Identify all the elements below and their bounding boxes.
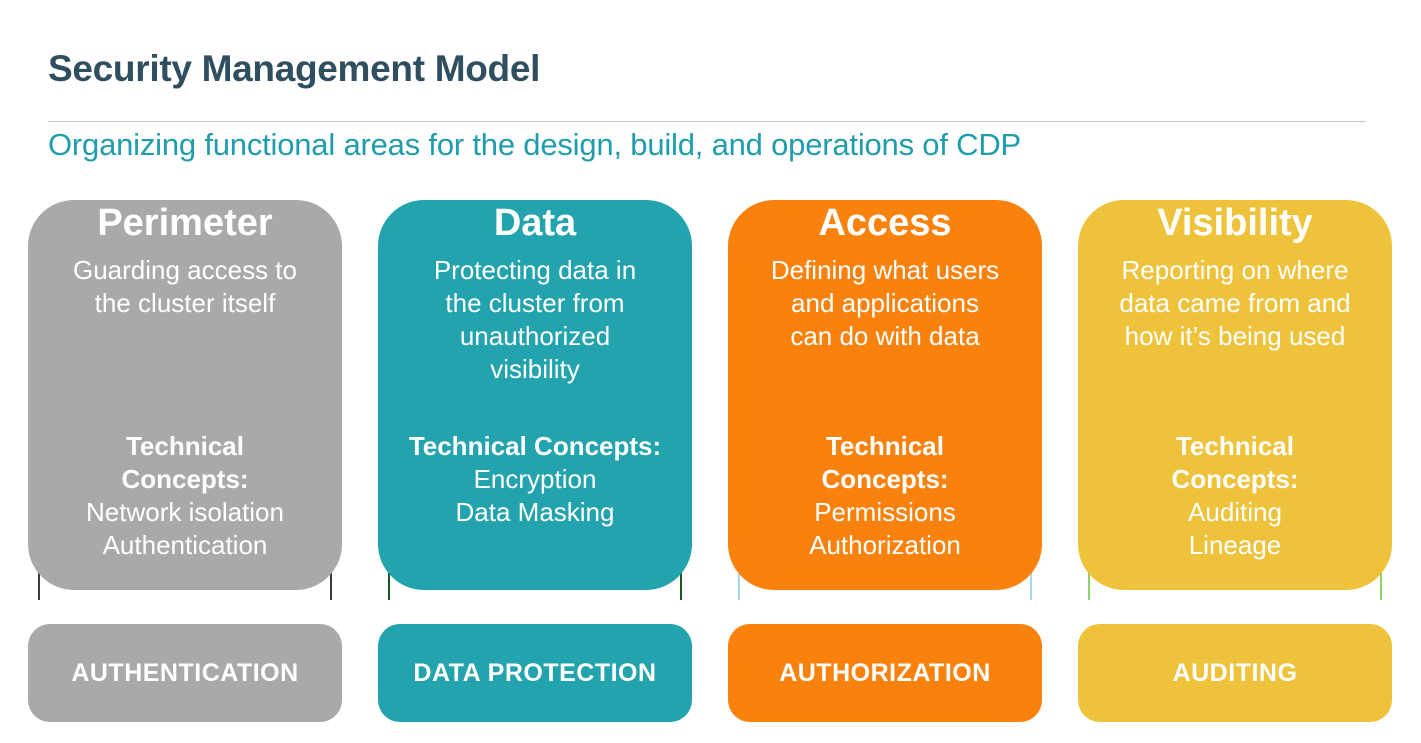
badge-auditing: AUDITING [1078,624,1392,722]
column-data: Data Protecting data in the cluster from… [378,170,692,722]
technical-concepts-items: Permissions Authorization [809,497,961,560]
card-title: Perimeter [97,202,273,244]
page-title: Security Management Model [48,48,541,89]
technical-concepts-items: Encryption Data Masking [455,464,615,527]
card-description: Reporting on where data came from and ho… [1119,255,1351,351]
column-access: Access Defining what users and applicati… [728,170,1042,722]
technical-concepts-label: Technical Concepts: [821,431,949,494]
card-description: Guarding access to the cluster itself [72,255,297,318]
perimeter-card: Perimeter Guarding access to the cluster… [28,200,342,590]
badge-data-protection: DATA PROTECTION [378,624,692,722]
card-title: Visibility [1157,202,1313,244]
technical-concepts-block: Technical Concepts: Network isolation Au… [28,430,342,562]
card-description: Defining what users and applications can… [770,255,1000,351]
technical-concepts-block: Technical Concepts: Permissions Authoriz… [728,430,1042,562]
card-title: Data [493,202,577,244]
title-divider [48,121,1366,122]
technical-concepts-block: Technical Concepts: Auditing Lineage [1078,430,1392,562]
column-perimeter: Perimeter Guarding access to the cluster… [28,170,342,722]
technical-concepts-items: Network isolation Authentication [86,497,284,560]
badge-authorization: AUTHORIZATION [728,624,1042,722]
access-card: Access Defining what users and applicati… [728,200,1042,590]
column-visibility: Visibility Reporting on where data came … [1078,170,1392,722]
technical-concepts-label: Technical Concepts: [408,431,662,461]
technical-concepts-block: Technical Concepts: Encryption Data Mask… [378,430,692,529]
columns-row: Perimeter Guarding access to the cluster… [28,170,1392,722]
page-subtitle: Organizing functional areas for the desi… [48,127,1022,162]
data-card: Data Protecting data in the cluster from… [378,200,692,590]
technical-concepts-label: Technical Concepts: [121,431,249,494]
badge-authentication: AUTHENTICATION [28,624,342,722]
card-description: Protecting data in the cluster from unau… [433,255,637,384]
card-title: Access [818,202,952,244]
technical-concepts-items: Auditing Lineage [1188,497,1282,560]
visibility-card: Visibility Reporting on where data came … [1078,200,1392,590]
technical-concepts-label: Technical Concepts: [1171,431,1299,494]
